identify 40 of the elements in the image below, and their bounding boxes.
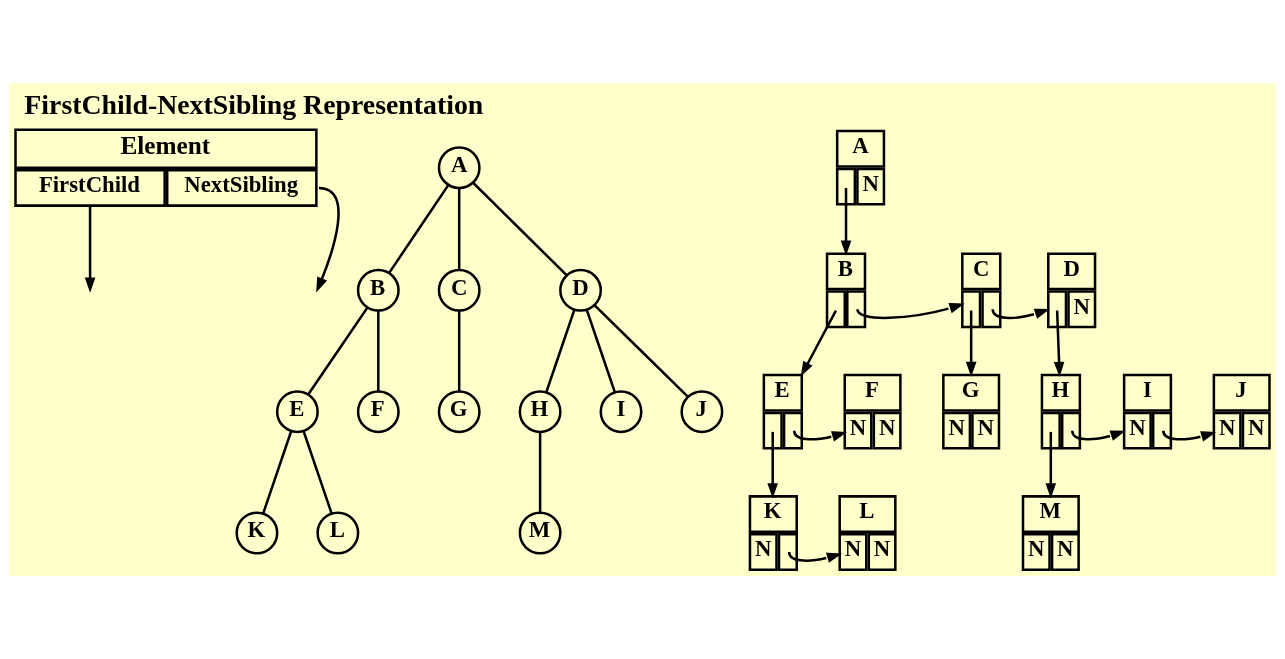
node-circle: C bbox=[437, 268, 481, 312]
connector bbox=[472, 181, 568, 277]
node-circle: G bbox=[437, 390, 481, 434]
node-circle: D bbox=[559, 268, 603, 312]
arrow bbox=[787, 551, 843, 563]
connector bbox=[538, 432, 542, 513]
arrow bbox=[84, 206, 96, 293]
arrow bbox=[800, 309, 838, 377]
arrow bbox=[316, 186, 340, 293]
connector bbox=[457, 188, 461, 270]
arrow bbox=[1071, 430, 1126, 441]
connector bbox=[302, 430, 333, 514]
node-circle: H bbox=[518, 390, 562, 434]
diagram-title: FirstChild-NextSibling Representation bbox=[24, 89, 484, 121]
arrow bbox=[792, 430, 848, 442]
arrow bbox=[840, 187, 852, 256]
node-circle: L bbox=[316, 511, 360, 555]
node-circle: E bbox=[275, 390, 319, 434]
node-circle: M bbox=[518, 511, 562, 555]
arrow bbox=[1045, 431, 1057, 499]
node-circle: J bbox=[680, 390, 724, 434]
connector bbox=[593, 304, 689, 398]
connector bbox=[388, 184, 450, 274]
arrow bbox=[991, 308, 1050, 320]
node-circle: I bbox=[599, 390, 643, 434]
arrow bbox=[767, 431, 779, 499]
connector bbox=[545, 309, 576, 393]
connector bbox=[261, 430, 293, 514]
connector bbox=[307, 306, 369, 395]
node-circle: K bbox=[235, 511, 279, 555]
connector bbox=[585, 309, 616, 393]
arrow bbox=[1053, 310, 1065, 378]
node-circle: F bbox=[356, 390, 400, 434]
arrow bbox=[965, 310, 977, 378]
node-circle: B bbox=[356, 268, 400, 312]
arrow bbox=[1162, 430, 1217, 442]
arrow bbox=[856, 303, 965, 320]
node-circle: A bbox=[437, 146, 481, 190]
connector bbox=[457, 310, 461, 392]
connector bbox=[377, 310, 380, 392]
